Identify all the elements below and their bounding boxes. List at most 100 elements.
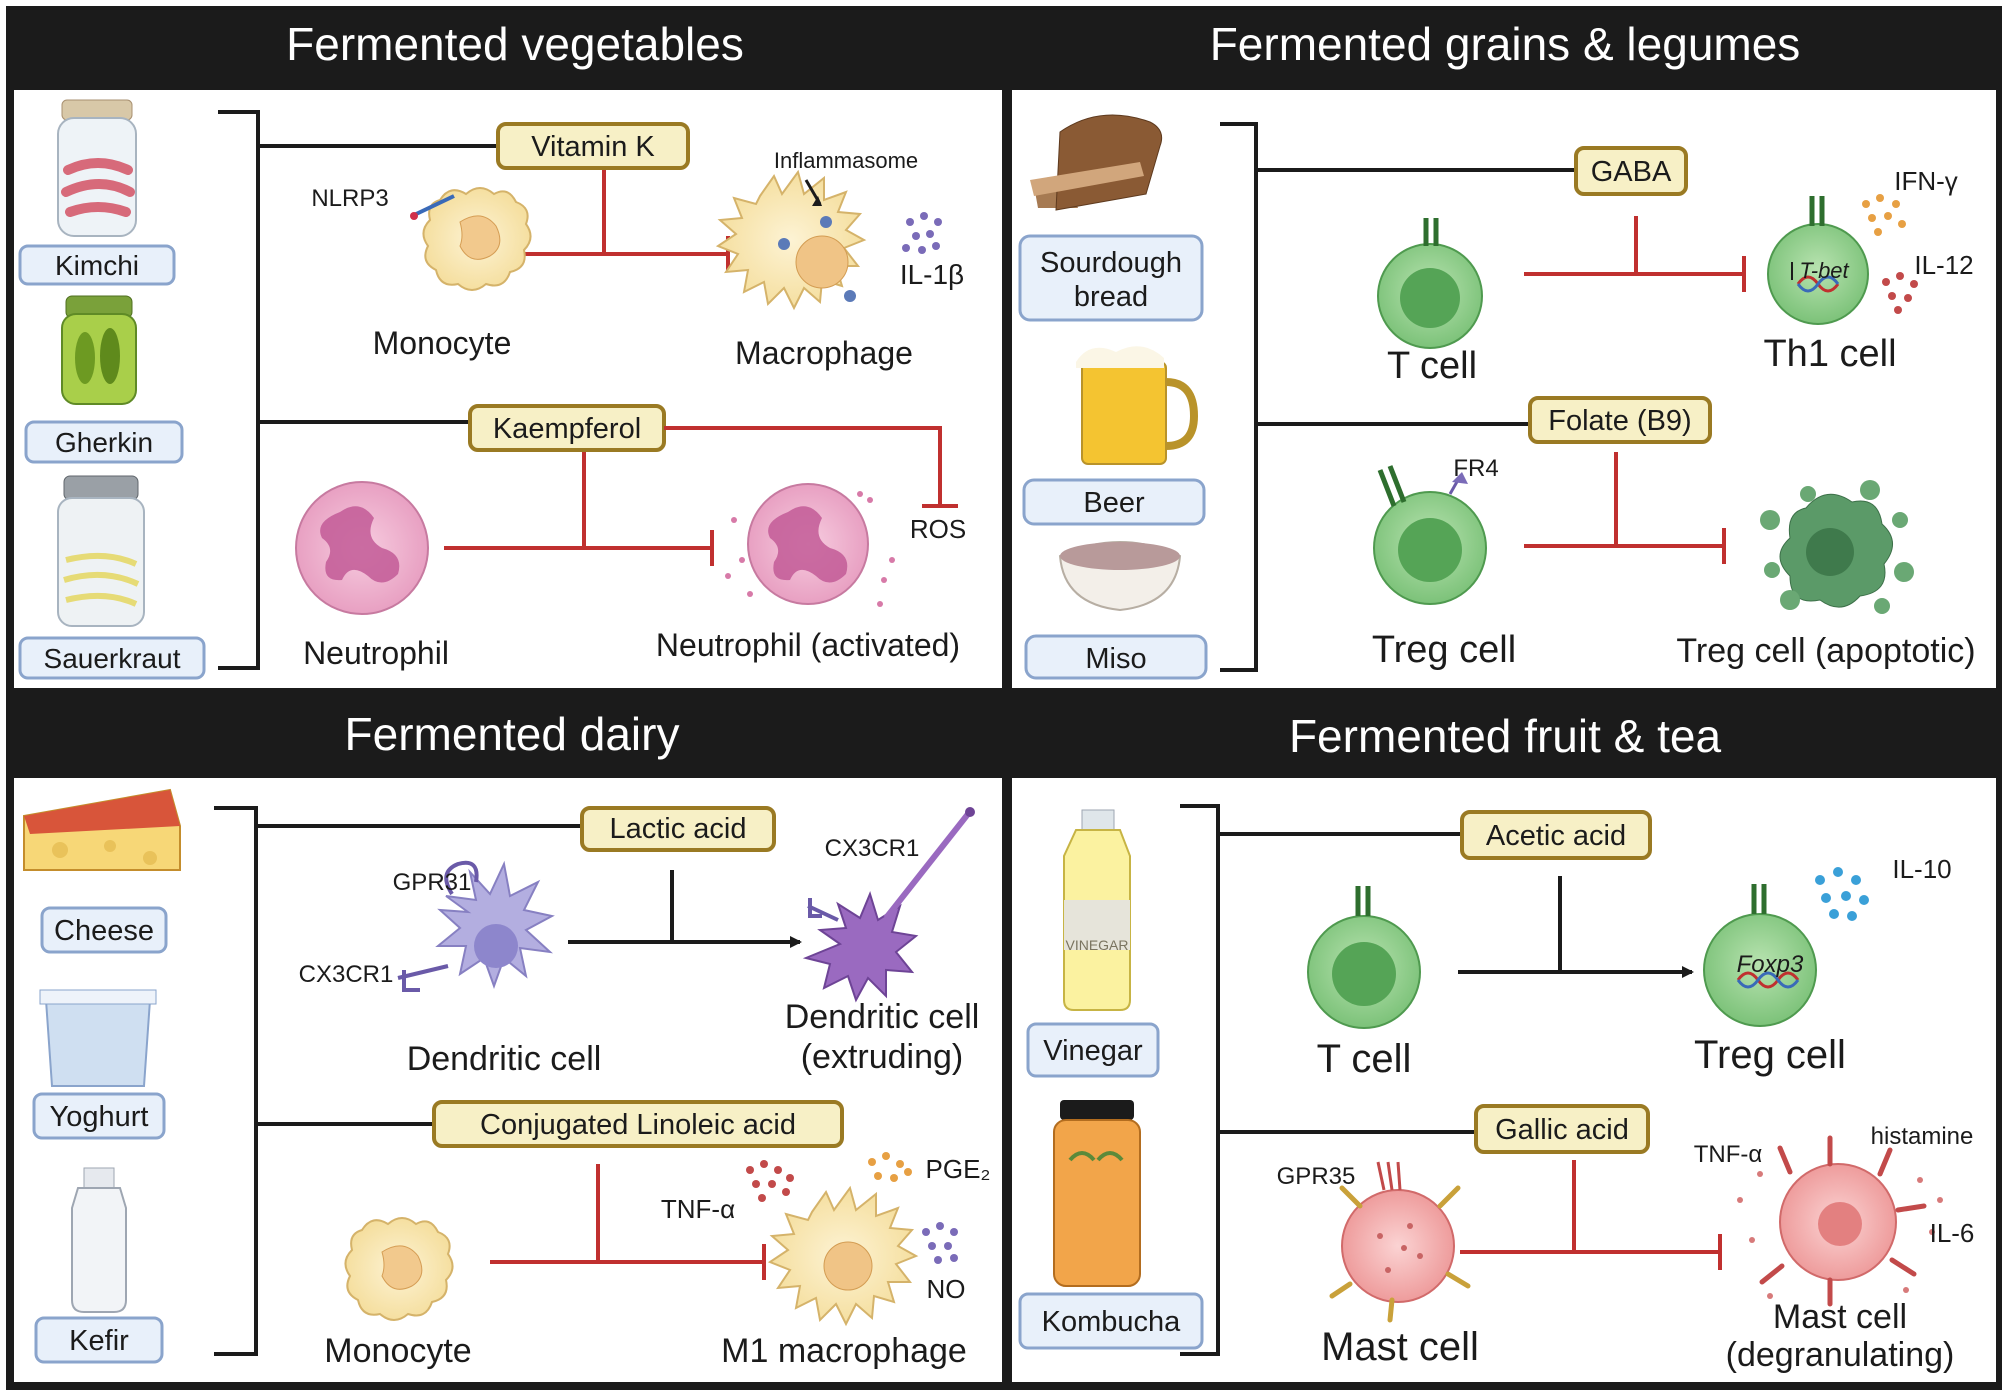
panel-title-fruit: Fermented fruit & tea [1289,710,1721,762]
food-label-vinegar-text: Vinegar [1043,1035,1143,1067]
food-label-beer: Beer [1022,478,1206,526]
compound-cla: Conjugated Linoleic acid [432,1100,844,1148]
sauerkraut-jar-icon [57,475,145,627]
ifng-dots [1862,194,1906,236]
tnfa-dairy-label: TNF-α [661,1194,735,1224]
gpr31-label: GPR31 [393,869,472,896]
compound-kaempferol-text: Kaempferol [493,413,641,445]
gherkin-jar-icon [61,295,137,405]
panel-title-vegetables: Fermented vegetables [286,18,744,70]
compound-folate: Folate (B9) [1528,396,1712,444]
inhibition-lines-fruit [1460,1160,1722,1270]
ros-label: ROS [910,514,966,544]
compound-vitamin-k-text: Vitamin K [531,131,655,163]
monocyte-dairy-label: Monocyte [324,1332,471,1370]
food-label-sourdough-line: bread [1074,281,1148,313]
neutrophil-activated-label: Neutrophil (activated) [656,627,960,663]
macrophage-label: Macrophage [735,335,913,371]
mast-cell-label: Mast cell [1321,1325,1479,1369]
th1-cell-label: Th1 cell [1763,333,1896,375]
activation-lines-fruit [1458,876,1694,978]
cx3cr1-left-label: CX3CR1 [299,961,394,988]
histamine-label: histamine [1871,1123,1974,1150]
dendritic-cell [397,860,555,992]
ifng-label: IFN-γ [1894,166,1958,196]
food-label-sauerkraut-text: Sauerkraut [44,643,181,674]
food-label-kefir-text: Kefir [69,1325,129,1357]
compound-gallic-acid: Gallic acid [1474,1104,1650,1154]
pge2-dots [868,1152,912,1182]
food-label-miso: Miso [1024,634,1208,680]
food-label-sauerkraut: Sauerkraut [18,636,206,680]
food-label-kombucha: Kombucha [1018,1292,1204,1350]
treg-cell [1373,465,1487,605]
food-label-kefir: Kefir [34,1316,164,1364]
panel-body-vegetables [14,90,1002,688]
compound-lactic-acid: Lactic acid [580,806,776,852]
macrophage-cell [715,169,867,311]
food-label-gherkin-text: Gherkin [55,427,153,458]
food-label-kimchi-text: Kimchi [55,250,139,281]
kimchi-jar-icon [57,99,137,237]
miso-bowl-icon [1058,541,1182,612]
tnfa-fruit-label: TNF-α [1694,1141,1763,1168]
treg-apoptotic-label: Treg cell (apoptotic) [1676,632,1975,670]
food-label-vinegar: Vinegar [1026,1022,1160,1078]
m1-macrophage-label: M1 macrophage [721,1332,967,1370]
monocyte-cell [410,187,532,291]
foxp3-label: Foxp3 [1737,951,1804,978]
il6-label: IL-6 [1930,1218,1975,1248]
panel-header-grains [1006,10,1998,90]
mast-cell [1329,1161,1471,1323]
tbet-label: T-bet [1799,258,1849,283]
dendritic-cell-label: Dendritic cell [407,1040,602,1078]
compound-gallic-acid-text: Gallic acid [1495,1114,1629,1146]
food-label-cheese-text: Cheese [54,915,154,947]
pge2-label: PGE₂ [926,1154,991,1184]
neutrophil-cell [295,481,429,615]
panel-header-fruit [1006,694,1998,776]
gpr35-label: GPR35 [1277,1163,1356,1190]
compound-vitamin-k: Vitamin K [496,122,690,170]
il1b-dots [902,212,942,254]
cheese-icon [23,788,181,871]
neutrophil-label: Neutrophil [303,635,449,671]
food-label-kimchi: Kimchi [18,244,176,286]
compound-lactic-acid-text: Lactic acid [609,813,746,845]
panel-body-fruit [1012,778,1996,1382]
panel-title-dairy: Fermented dairy [345,708,680,760]
compound-acetic-acid-text: Acetic acid [1486,820,1626,852]
dendritic-extruding-label-2: (extruding) [801,1038,964,1076]
beer-mug-icon [1076,346,1199,465]
food-label-kombucha-text: Kombucha [1042,1306,1182,1338]
il10-label: IL-10 [1892,854,1951,884]
monocyte-label: Monocyte [373,325,512,361]
vinegar-bottle-icon: VINEGAR [1063,809,1131,1011]
bracket-vegetables [218,110,500,670]
food-label-yoghurt-text: Yoghurt [50,1101,149,1133]
food-label-cheese: Cheese [40,906,168,954]
compound-acetic-acid: Acetic acid [1460,810,1652,860]
il1b-label: IL-1β [900,259,964,290]
th1-cell: T-bet [1767,196,1869,325]
mast-degranulating-label-1: Mast cell [1773,1298,1907,1336]
vinegar-label-text: VINEGAR [1065,937,1128,953]
mast-degranulating-label-2: (degranulating) [1726,1336,1955,1374]
kombucha-jar-icon [1053,1100,1141,1287]
compound-folate-text: Folate (B9) [1548,405,1691,437]
nlrp3-label: NLRP3 [311,185,388,212]
compound-cla-text: Conjugated Linoleic acid [480,1109,796,1141]
activation-lines-dairy [568,870,802,948]
panel-dairy: Fermented dairy [10,694,1004,1382]
compound-gaba: GABA [1574,146,1688,196]
food-label-beer-text: Beer [1083,487,1145,519]
il10-dots [1815,867,1869,921]
il12-dots [1882,272,1918,314]
compound-gaba-text: GABA [1591,156,1672,188]
panel-grains: Fermented grains & legumes [1006,10,1998,688]
bracket-dairy [214,806,584,1356]
panel-title-grains: Fermented grains & legumes [1210,18,1801,70]
food-label-miso-text: Miso [1085,643,1146,675]
no-label: NO [927,1274,966,1304]
